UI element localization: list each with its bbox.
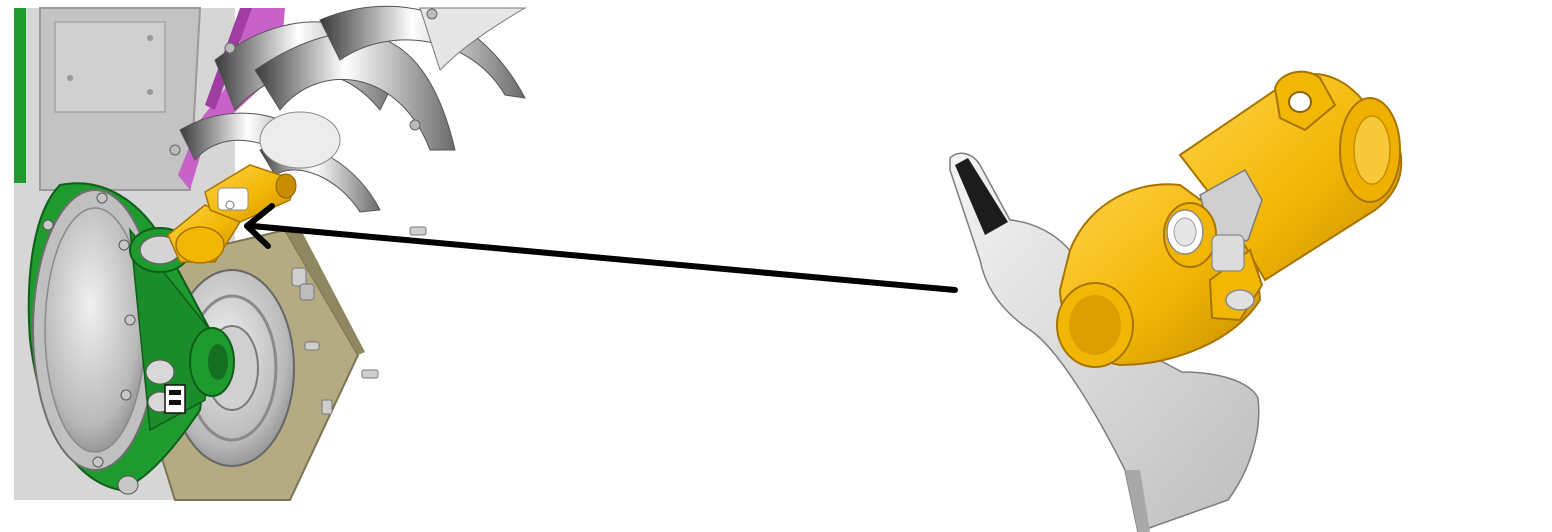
- bolt-icon: [321, 399, 333, 415]
- bolt-icon: [409, 226, 427, 236]
- green-edge-strip: [14, 8, 26, 183]
- arrowhead-icon: [244, 203, 275, 249]
- universal-joint-installed: [167, 164, 297, 264]
- bolt-icon: [361, 369, 379, 379]
- bolt-icon: [291, 267, 307, 287]
- bolt-icon: [304, 341, 320, 351]
- installed-assembly: [14, 5, 527, 501]
- callout-arrow: [244, 203, 958, 293]
- universal-joint-detail: [949, 70, 1403, 532]
- gearbox-housing: [27, 182, 235, 495]
- universal-joint: [1056, 70, 1403, 368]
- auger-flighting: [169, 5, 527, 213]
- bolt-icon: [299, 283, 315, 301]
- fasteners: [291, 226, 427, 415]
